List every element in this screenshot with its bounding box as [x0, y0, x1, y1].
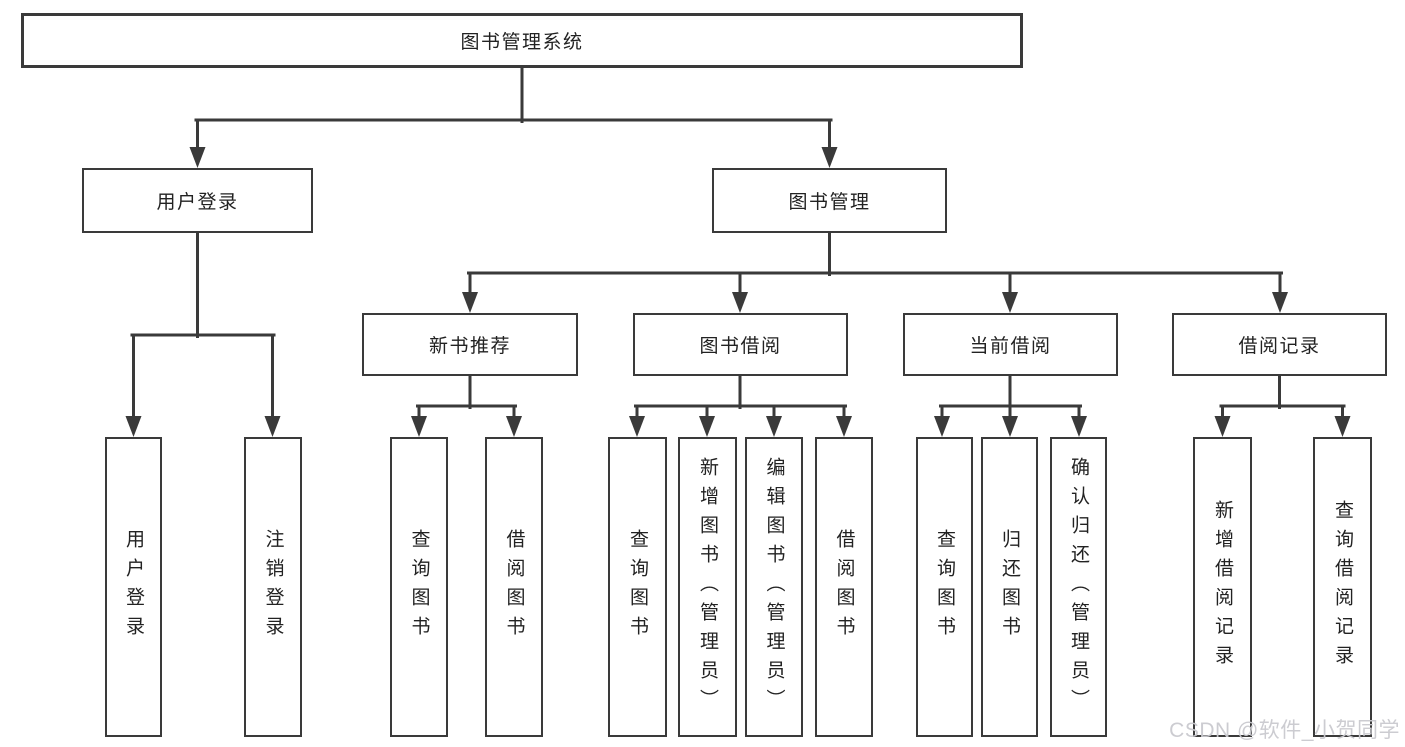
leaf-label: 借阅图书 [503, 529, 525, 645]
leaf-label: 查询图书 [408, 529, 430, 645]
node-root-system: 图书管理系统 [21, 13, 1023, 68]
leaf-query-books-2: 查询图书 [608, 437, 667, 737]
leaf-user-login: 用户登录 [105, 437, 162, 737]
connector-root-to-level2 [189, 66, 838, 168]
connector-book-borrow-to-leaves [629, 374, 852, 437]
leaf-label: 新增借阅记录 [1212, 500, 1233, 674]
leaf-query-borrow-record: 查询借阅记录 [1313, 437, 1372, 737]
connector-borrow-records-to-leaves [1214, 374, 1351, 437]
node-current-borrow: 当前借阅 [903, 313, 1118, 376]
leaf-label: 新增图书（管理员） [697, 456, 718, 718]
leaf-label: 借阅图书 [833, 529, 855, 645]
node-label: 图书借阅 [699, 336, 782, 357]
node-label: 借阅记录 [1238, 336, 1321, 357]
leaf-logout: 注销登录 [244, 437, 302, 737]
node-user-login: 用户登录 [82, 168, 313, 233]
leaf-query-books-1: 查询图书 [390, 437, 448, 737]
leaf-label: 用户登录 [123, 529, 144, 645]
node-new-book-recommend: 新书推荐 [362, 313, 578, 376]
node-label: 图书管理系统 [460, 32, 584, 53]
node-book-borrow: 图书借阅 [633, 313, 848, 376]
leaf-label: 确认归还（管理员） [1068, 456, 1089, 718]
node-label: 图书管理 [788, 192, 871, 213]
leaf-edit-book-admin: 编辑图书（管理员） [745, 437, 803, 737]
connector-current-borrow-to-leaves [934, 374, 1087, 437]
leaf-confirm-return-admin: 确认归还（管理员） [1050, 437, 1107, 737]
leaf-label: 归还图书 [999, 529, 1020, 645]
leaf-borrow-books-2: 借阅图书 [815, 437, 873, 737]
leaf-label: 注销登录 [262, 529, 284, 645]
leaf-label: 查询图书 [934, 529, 955, 645]
connector-user-login-to-leaves [125, 231, 281, 437]
watermark: CSDN @软件_小贺同学 [1169, 719, 1400, 742]
leaf-borrow-books-1: 借阅图书 [485, 437, 543, 737]
leaf-label: 查询图书 [627, 529, 648, 645]
leaf-add-borrow-record: 新增借阅记录 [1193, 437, 1252, 737]
leaf-return-book: 归还图书 [981, 437, 1038, 737]
node-borrow-records: 借阅记录 [1172, 313, 1387, 376]
node-label: 新书推荐 [428, 336, 511, 357]
connector-book-mgmt-to-level3 [462, 231, 1288, 313]
node-label: 当前借阅 [969, 336, 1052, 357]
connector-new-book-rec-to-leaves [411, 374, 522, 437]
leaf-label: 查询借阅记录 [1332, 500, 1353, 674]
leaf-label: 编辑图书（管理员） [763, 456, 785, 718]
leaf-add-book-admin: 新增图书（管理员） [678, 437, 737, 737]
node-book-management: 图书管理 [712, 168, 947, 233]
leaf-query-books-3: 查询图书 [916, 437, 973, 737]
node-label: 用户登录 [156, 192, 239, 213]
